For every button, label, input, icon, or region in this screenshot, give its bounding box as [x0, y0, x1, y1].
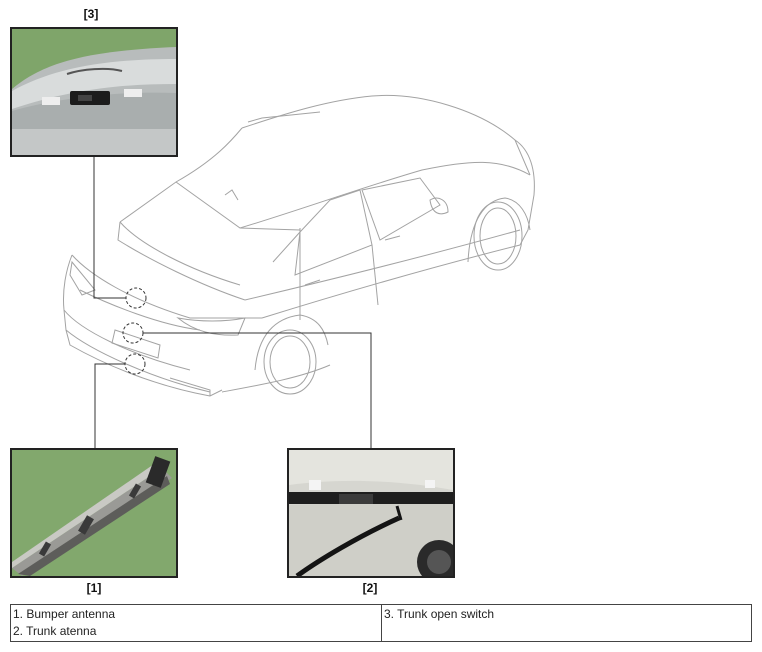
locator-circle-bumper-antenna	[124, 353, 146, 375]
trunk-lid-outline	[71, 254, 262, 319]
rear-window-outline	[119, 221, 241, 286]
locator-circle-trunk-antenna	[122, 322, 144, 344]
leader-line-3	[93, 156, 126, 299]
legend-table: 1. Bumper antenna 2. Trunk atenna 3. Tru…	[10, 604, 752, 642]
vehicle-line-drawing	[63, 94, 535, 448]
legend-cell-right: 3. Trunk open switch	[381, 604, 752, 642]
leader-line-2	[143, 332, 372, 448]
legend-item-trunk-antenna: 2. Trunk atenna	[13, 624, 97, 638]
legend-cell-left: 1. Bumper antenna 2. Trunk atenna	[10, 604, 382, 642]
rear-wheel-outline	[263, 329, 317, 395]
car-roof-outline	[241, 94, 531, 176]
photo-bumper-antenna	[10, 448, 178, 578]
callout-label-2: [2]	[362, 581, 378, 595]
photo-trunk-antenna	[287, 448, 455, 578]
front-wheel-outline	[473, 201, 523, 271]
legend-item-trunk-open-switch: 3. Trunk open switch	[384, 607, 495, 621]
photo-trunk-open-switch	[10, 27, 178, 157]
leader-line-1	[94, 363, 125, 448]
legend-item-bumper-antenna: 1. Bumper antenna	[13, 607, 116, 621]
callout-label-1: [1]	[86, 581, 102, 595]
callout-label-3: [3]	[83, 7, 99, 21]
